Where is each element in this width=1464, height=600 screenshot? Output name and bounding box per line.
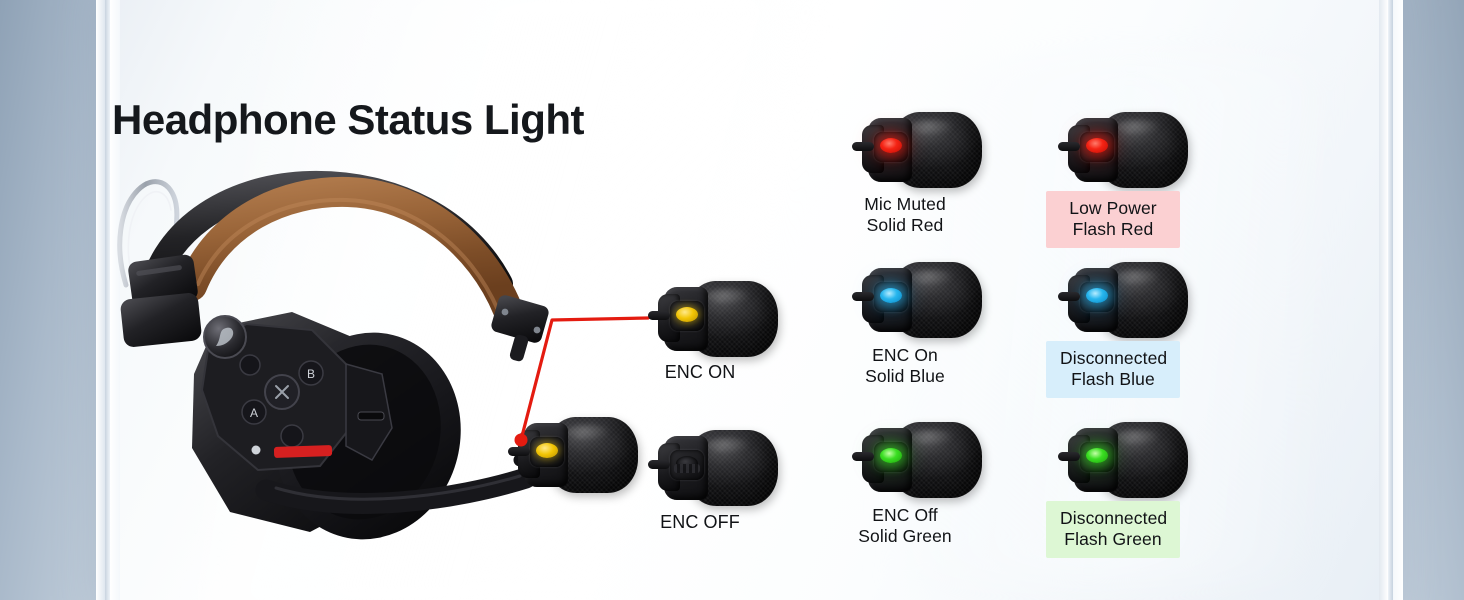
headset-button-b[interactable]: B: [298, 360, 324, 386]
caption-enc-off-solid-green: ENC Off Solid Green: [858, 505, 952, 546]
headset-right-slider: [491, 295, 549, 362]
brand-logo-icon: [203, 315, 247, 359]
mic-led-mic-muted: [880, 138, 902, 153]
caption-enc-on-solid-blue: ENC On Solid Blue: [865, 345, 945, 386]
headset-product-image: A B: [96, 160, 636, 540]
mic-led-low-power: [1086, 138, 1108, 153]
caption-disconnected-flash-blue: Disconnected Flash Blue: [1046, 341, 1180, 398]
mic-led-disconnected-flash-blue: [1086, 288, 1108, 303]
mic-gloss: [706, 288, 752, 305]
panel-bevel-right-1: [1379, 0, 1388, 600]
mute-mic-icon: [275, 385, 289, 399]
mic-led-enc-on: [676, 307, 698, 322]
mic-arm-joint: [1058, 142, 1080, 151]
mic-led-enc-off-solid-green: [880, 448, 902, 463]
mic-arm-joint: [648, 311, 670, 320]
headset-button-a[interactable]: A: [241, 399, 267, 425]
mic-gloss: [1116, 269, 1162, 286]
panel-bevel-right-3: [1393, 0, 1403, 600]
mic-led-enc-on-solid-blue: [880, 288, 902, 303]
boom-mic-gloss: [566, 424, 612, 441]
mic-arm-joint: [648, 460, 670, 469]
headset-boom-mic-led: [536, 443, 558, 458]
headband-highlight: [196, 197, 500, 312]
panel-bevel-left-1: [96, 0, 105, 600]
panel-bevel-right-2: [1388, 0, 1393, 600]
mic-arm-joint: [1058, 452, 1080, 461]
caption-low-power: Low Power Flash Red: [1046, 191, 1180, 248]
caption-enc-on: ENC ON: [664, 362, 736, 382]
caption-enc-off: ENC OFF: [660, 512, 740, 532]
headset-status-pinhole-led: [251, 445, 261, 455]
mic-arm-joint: [852, 292, 874, 301]
page-title: Headphone Status Light: [112, 96, 585, 143]
boom-arm-highlight: [274, 474, 522, 501]
caption-mic-muted: Mic Muted Solid Red: [864, 194, 946, 235]
boom-mic-arm-joint: [508, 447, 530, 456]
button-a-label: A: [250, 406, 258, 420]
mic-gloss: [1116, 429, 1162, 446]
headset-button-volume-down[interactable]: [280, 424, 304, 448]
headset-boom-arm: [255, 467, 537, 514]
headset-left-slider: [120, 254, 202, 347]
mic-vent-grille: [674, 464, 700, 473]
mic-gloss: [1116, 119, 1162, 136]
headset-red-accent-bar: [273, 445, 333, 458]
caption-disconnected-flash-green: Disconnected Flash Green: [1046, 501, 1180, 558]
panel-bevel-left-3: [110, 0, 120, 600]
mic-gloss: [910, 429, 956, 446]
mic-arm-joint: [852, 142, 874, 151]
headset-button-volume-up[interactable]: [239, 354, 261, 376]
mic-arm-joint: [852, 452, 874, 461]
mic-gloss: [706, 437, 752, 454]
headset-leather-headband: [177, 176, 523, 325]
mic-gloss: [910, 269, 956, 286]
panel-bevel-left-2: [105, 0, 110, 600]
button-b-label: B: [307, 367, 315, 381]
headset-side-module: [345, 363, 393, 461]
mic-arm-joint: [1058, 292, 1080, 301]
headset-svg: A B: [117, 170, 595, 540]
mic-gloss: [910, 119, 956, 136]
mic-led-disconnected-flash-green: [1086, 448, 1108, 463]
